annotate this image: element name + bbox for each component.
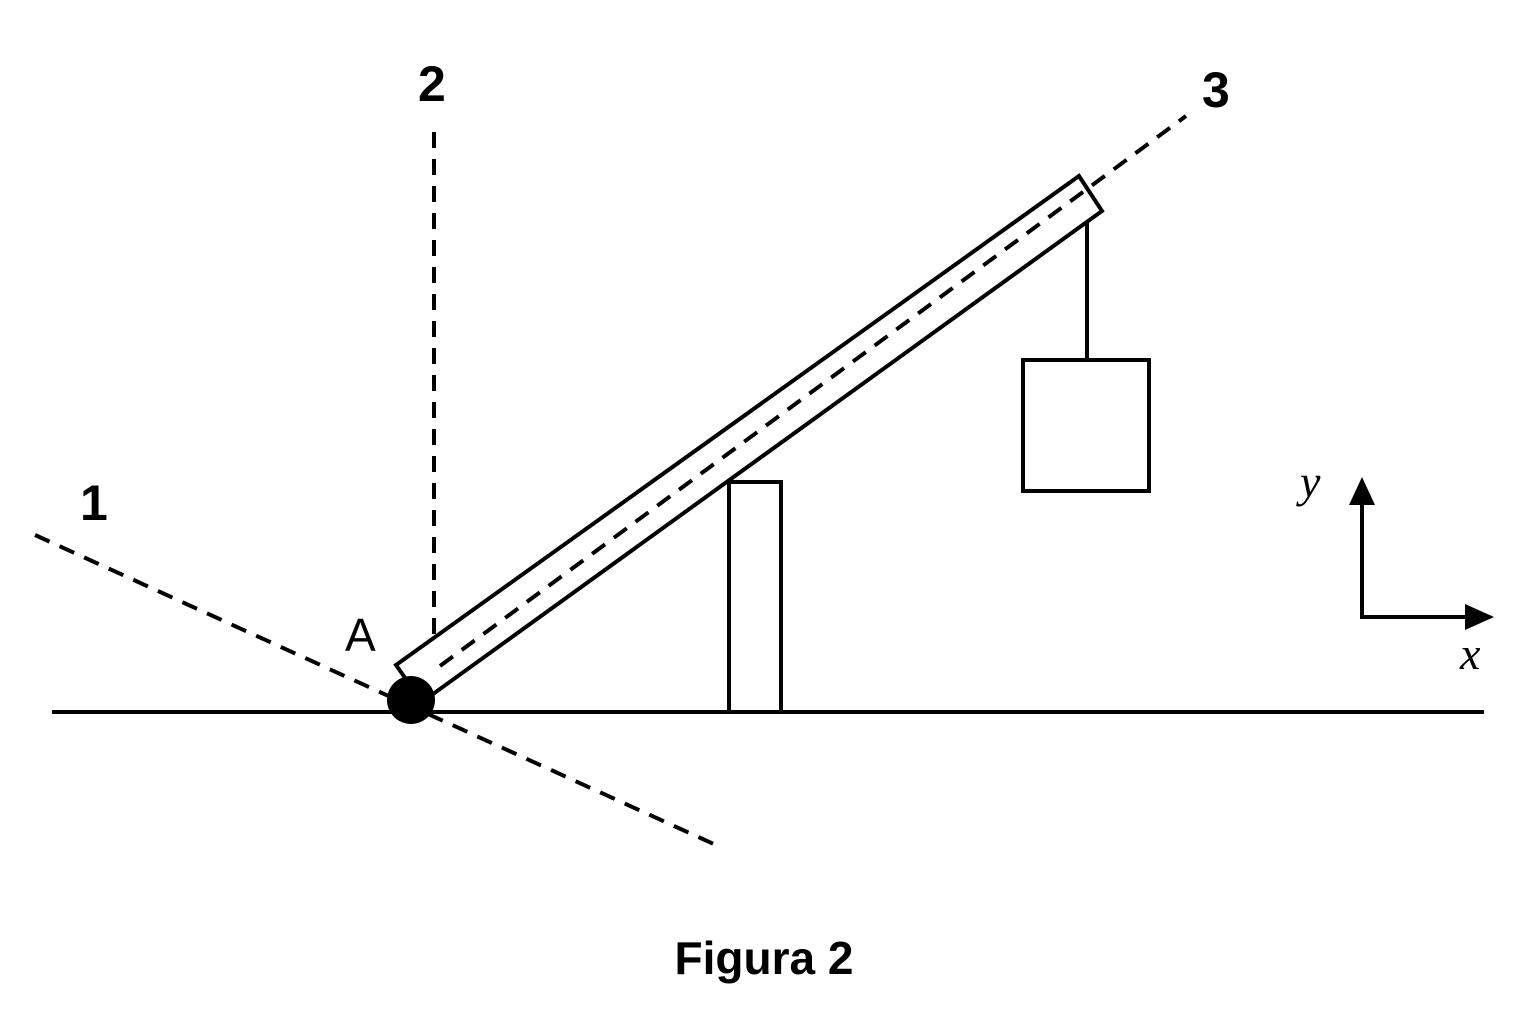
- line-2-label: 2: [418, 56, 446, 112]
- point-a-label: A: [345, 609, 376, 661]
- line-3-label: 3: [1202, 62, 1230, 118]
- dashed-line-1: [34, 533, 719, 848]
- y-axis-arrowhead: [1349, 477, 1375, 505]
- line-1-label: 1: [80, 475, 108, 531]
- support-post: [727, 480, 783, 714]
- x-axis-arrowhead: [1465, 604, 1494, 630]
- coordinate-axes: [1349, 477, 1494, 630]
- y-axis-label: y: [1296, 456, 1321, 507]
- dashed-line-3: [438, 114, 1188, 668]
- hanging-block: [1021, 358, 1151, 493]
- pivot-point-a: [387, 676, 435, 724]
- figure-caption: Figura 2: [675, 932, 854, 984]
- x-axis-label: x: [1459, 628, 1481, 679]
